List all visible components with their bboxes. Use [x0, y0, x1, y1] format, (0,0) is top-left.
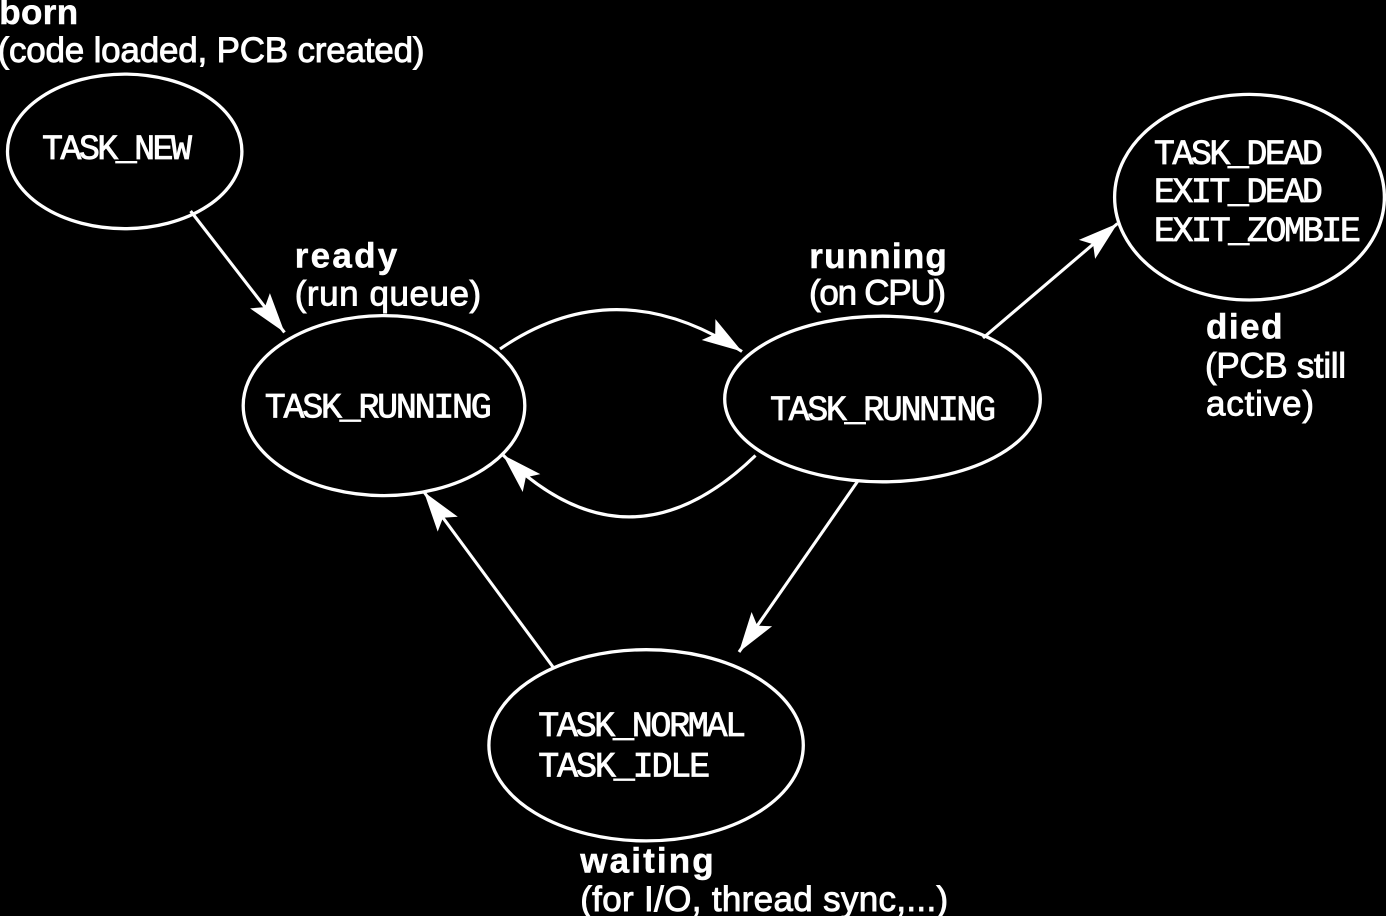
svg-text:(code loaded, PCB created): (code loaded, PCB created) — [0, 31, 425, 70]
svg-text:running: running — [809, 237, 947, 276]
svg-text:TASK_RUNNING: TASK_RUNNING — [265, 389, 492, 429]
svg-text:ready: ready — [295, 237, 398, 276]
svg-text:(PCB still: (PCB still — [1205, 346, 1346, 385]
svg-text:(for I/O, thread sync,...): (for I/O, thread sync,...) — [580, 880, 948, 916]
svg-text:TASK_NEW: TASK_NEW — [42, 130, 192, 170]
svg-text:TASK_IDLE: TASK_IDLE — [538, 748, 710, 788]
svg-text:born: born — [0, 0, 78, 32]
svg-text:waiting: waiting — [579, 842, 714, 881]
svg-text:(on CPU): (on CPU) — [809, 274, 946, 313]
svg-text:EXIT_DEAD: EXIT_DEAD — [1154, 173, 1323, 213]
svg-text:TASK_DEAD: TASK_DEAD — [1154, 135, 1323, 175]
svg-text:TASK_RUNNING: TASK_RUNNING — [770, 391, 996, 431]
svg-text:(run queue): (run queue) — [295, 275, 482, 314]
svg-text:died: died — [1206, 307, 1283, 346]
svg-text:active): active) — [1206, 385, 1314, 424]
svg-text:TASK_NORMAL: TASK_NORMAL — [538, 707, 746, 747]
svg-text:EXIT_ZOMBIE: EXIT_ZOMBIE — [1154, 212, 1361, 252]
